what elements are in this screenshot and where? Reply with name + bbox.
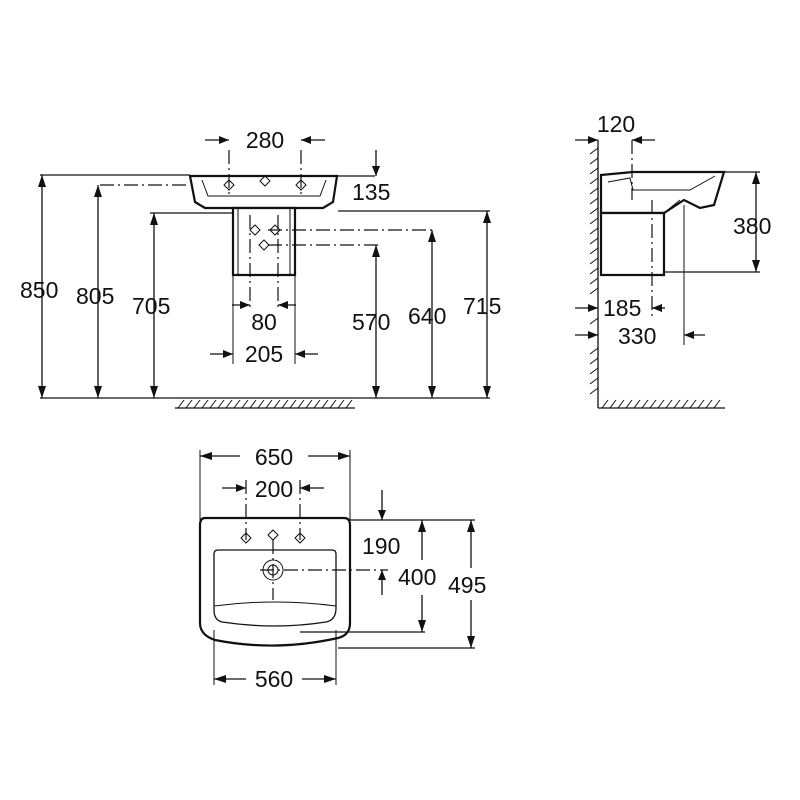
dim-outlet-height-low: 570	[352, 309, 390, 335]
dim-pedestal-projection: 330	[618, 323, 656, 349]
dim-tap-spacing-front: 280	[246, 127, 284, 153]
dim-bowl-width: 560	[255, 666, 293, 692]
tap-hole-icons	[223, 175, 307, 251]
dim-pedestal-width: 80	[251, 309, 277, 335]
pedestal-front-outline	[231, 206, 297, 277]
dim-overall-depth: 495	[448, 572, 486, 598]
dim-wall-offset: 120	[597, 111, 635, 137]
dim-waste-to-wall: 400	[398, 564, 436, 590]
front-view: 280 135 850 805 705 80 205 570 640 715	[20, 127, 501, 409]
floor-hatch	[175, 399, 355, 409]
dim-outlet-projection: 185	[603, 295, 641, 321]
dim-basin-height: 380	[733, 213, 771, 239]
bowl-top-outline	[213, 549, 337, 627]
basin-front-outline	[188, 174, 339, 210]
dim-overall-width: 650	[255, 444, 293, 470]
dim-pedestal-top-height: 705	[132, 293, 170, 319]
pedestal-side-outline	[599, 211, 666, 277]
wall-hatch	[589, 147, 599, 395]
dim-tap-spacing-top: 200	[255, 476, 293, 502]
dim-tap-to-rim: 190	[362, 533, 400, 559]
dim-pedestal-base-width: 205	[245, 341, 283, 367]
dim-outlet-height-high: 640	[408, 303, 446, 329]
top-view: 650 200 190 400 495 560	[198, 444, 486, 692]
basin-side-outline	[599, 170, 726, 215]
dim-total-height: 850	[20, 277, 58, 303]
side-view: 120 380 185 330	[575, 111, 771, 409]
dim-rim-height: 805	[76, 283, 114, 309]
dim-fixing-height: 715	[463, 293, 501, 319]
dim-basin-depth: 135	[352, 179, 390, 205]
